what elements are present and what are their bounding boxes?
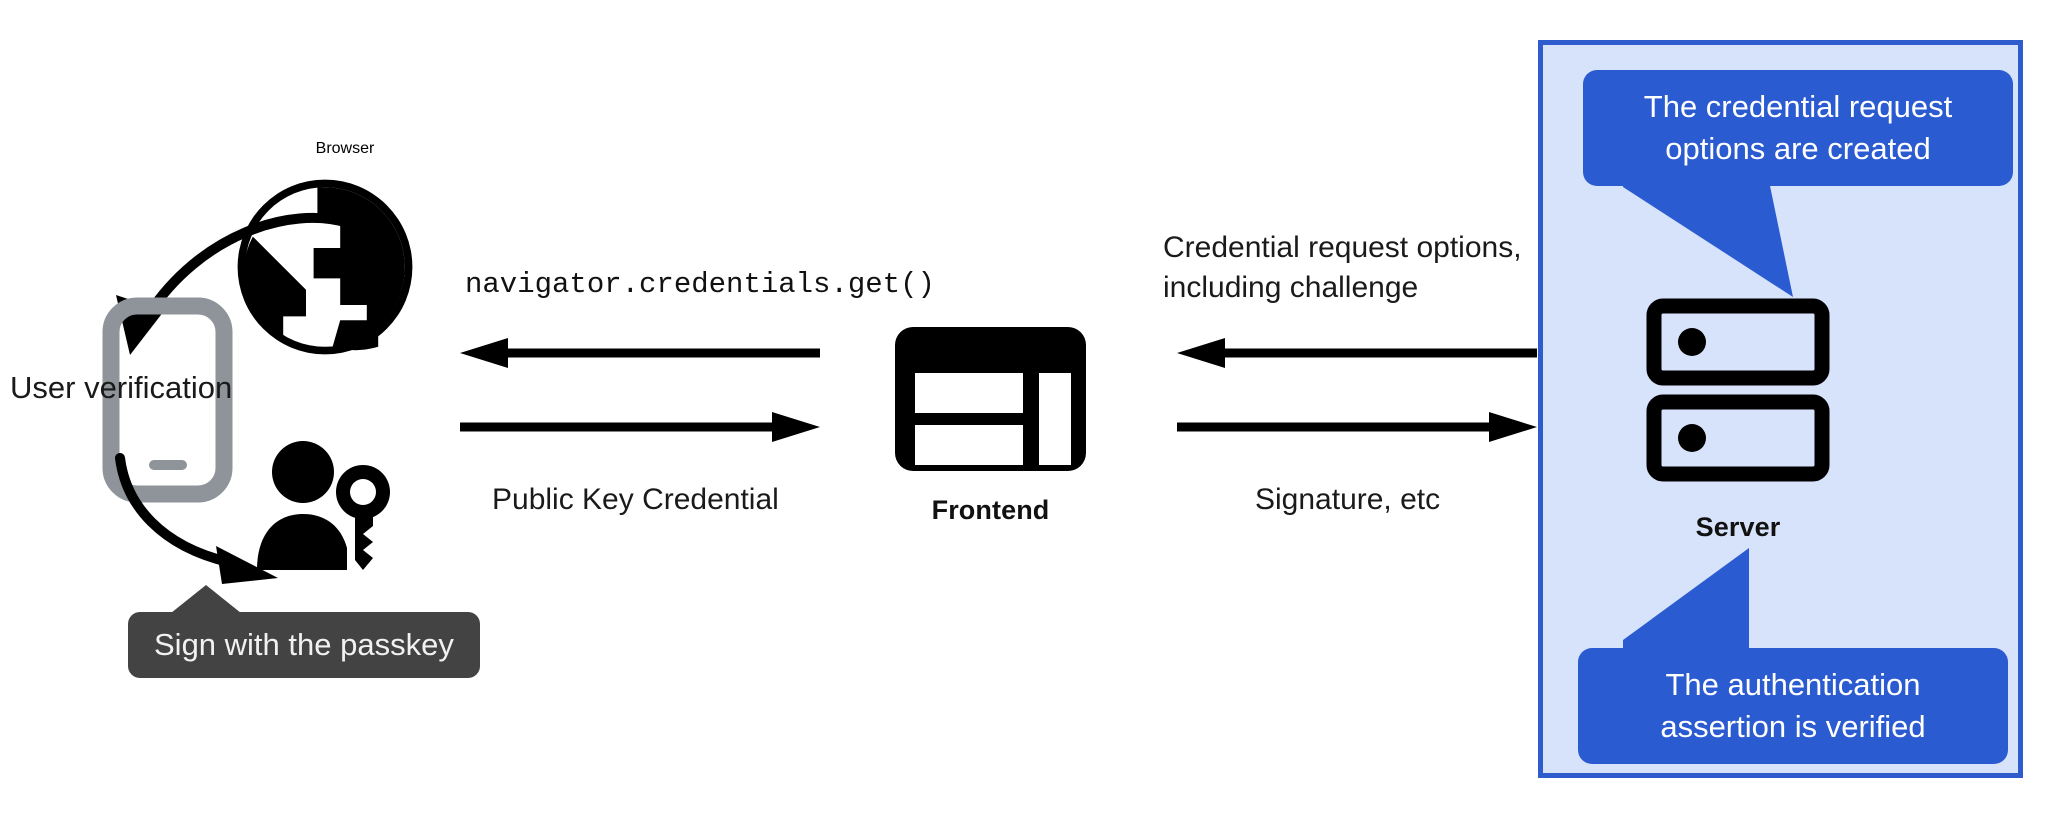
server-rack-icon xyxy=(1646,298,1830,482)
server-label: Server xyxy=(1695,512,1781,542)
public-key-credential-label: Public Key Credential xyxy=(492,483,779,516)
assertion-verified-callout: The authentication assertion is verified xyxy=(1578,648,2008,764)
options-created-callout-tail xyxy=(1563,92,2003,342)
signature-etc-label: Signature, etc xyxy=(1255,483,1441,516)
smartphone-icon xyxy=(102,297,233,503)
frontend-label: Frontend xyxy=(931,495,1050,525)
browser-label: Browser xyxy=(315,140,375,157)
globe-icon xyxy=(230,172,420,362)
frontend-to-server-arrow xyxy=(1177,412,1537,442)
web-layout-icon xyxy=(893,325,1088,473)
phone-to-user-arrow xyxy=(110,450,335,590)
browser-to-frontend-arrow xyxy=(460,412,820,442)
sign-with-passkey-callout-tail xyxy=(128,585,256,625)
user-verification-label: User verification xyxy=(10,370,233,405)
options-created-callout: The credential request options are creat… xyxy=(1583,70,2013,186)
server-to-frontend-arrow xyxy=(1177,338,1537,368)
person-with-key-icon xyxy=(255,440,400,580)
assertion-verified-callout-tail xyxy=(1563,440,2003,690)
credential-request-options-line1: Credential request options, xyxy=(1163,231,1522,264)
navigator-credentials-get-label: navigator.credentials.get() xyxy=(465,268,935,301)
credential-request-options-label: Credential request options, including cha… xyxy=(1163,228,1522,308)
credential-request-options-line2: including challenge xyxy=(1163,271,1419,304)
frontend-to-browser-arrow xyxy=(460,338,820,368)
